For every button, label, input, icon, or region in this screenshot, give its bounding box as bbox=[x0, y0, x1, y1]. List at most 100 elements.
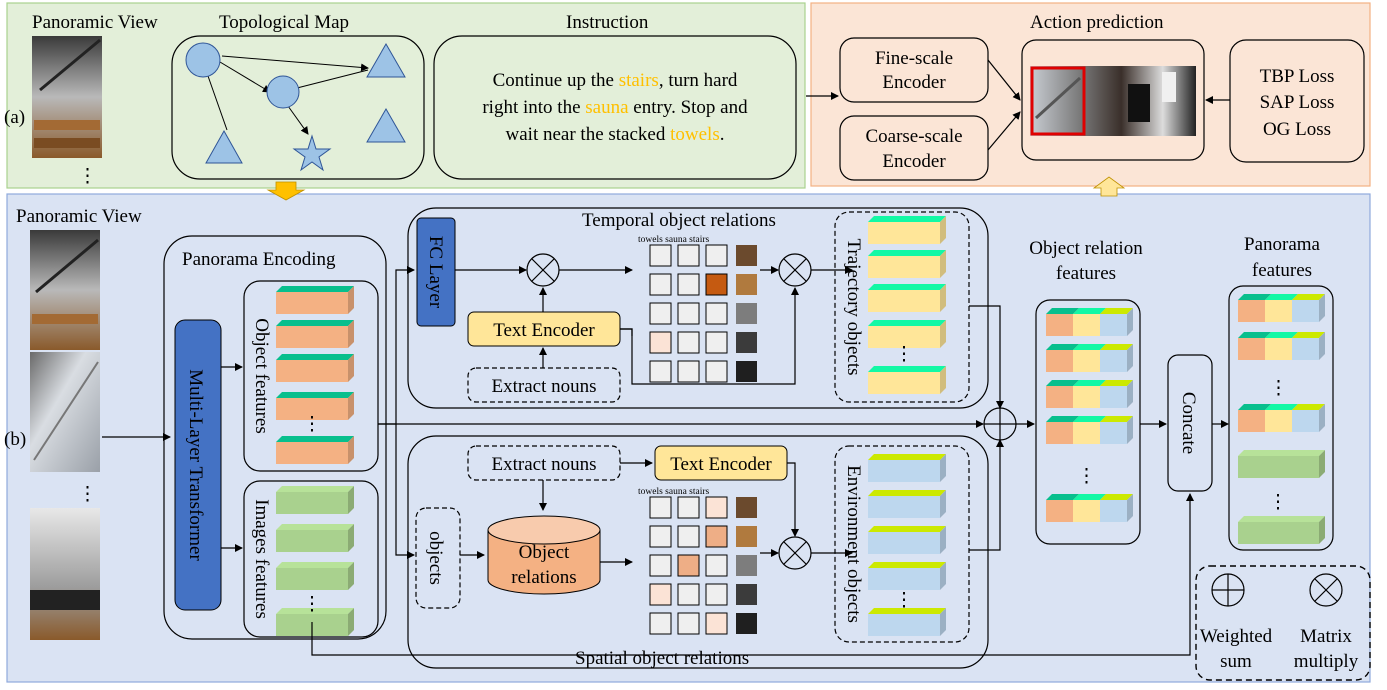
spatial-matrix-cell bbox=[649, 554, 672, 577]
environment-feature-stack: ⋮ bbox=[868, 454, 946, 636]
temporal-matrix-thumbnail bbox=[736, 274, 757, 295]
spatial-matrix-cell bbox=[705, 583, 728, 606]
panorama-features-line2: features bbox=[1252, 260, 1312, 281]
fc-layer bbox=[416, 217, 456, 327]
panorama-feature-segment bbox=[1292, 404, 1325, 432]
environment-feature-block bbox=[868, 608, 946, 636]
spatial-matrix-thumbnail bbox=[736, 613, 757, 634]
spatial-matrix-thumbnail bbox=[736, 497, 757, 518]
weighted-sum-op bbox=[983, 407, 1017, 441]
ellipsis: ⋮ bbox=[1269, 378, 1288, 399]
image-feature-block bbox=[276, 562, 354, 590]
ellipsis: ⋮ bbox=[303, 594, 322, 615]
images-features-box bbox=[243, 480, 379, 638]
temporal-matrix-cell bbox=[705, 302, 728, 325]
temporal-matrix-cell bbox=[705, 273, 728, 296]
object-features-box bbox=[243, 280, 379, 472]
legend-box bbox=[1195, 565, 1371, 681]
object-feature-block bbox=[276, 436, 354, 464]
weighted-sum-legend-line1: Weighted bbox=[1200, 626, 1273, 647]
spatial-matrix-cell bbox=[705, 554, 728, 577]
fine-scale-encoder-box bbox=[839, 37, 989, 103]
spatial-matrix-cell bbox=[649, 583, 672, 606]
coarse-scale-encoder-box bbox=[839, 115, 989, 181]
spatial-matrix-cell bbox=[677, 583, 700, 606]
image-feature-stack: ⋮ bbox=[276, 486, 354, 636]
matrix-multiply-legend-icon bbox=[1309, 573, 1343, 607]
object-relation-feature-segment bbox=[1100, 494, 1133, 522]
temporal-matrix-cell bbox=[705, 244, 728, 267]
temporal-matrix-cell bbox=[677, 360, 700, 383]
extract-nouns-bottom-label: Extract nouns bbox=[491, 454, 596, 475]
instruction-line: wait near the stacked towels. bbox=[506, 124, 725, 145]
temporal-matrix-cell bbox=[705, 360, 728, 383]
image-feature-block bbox=[276, 524, 354, 552]
environment-feature-block bbox=[868, 454, 946, 482]
panoramic-image-a bbox=[32, 36, 102, 158]
spatial-relations-box bbox=[407, 435, 989, 669]
panorama-feature-segment bbox=[1292, 332, 1325, 360]
temporal-relation-matrix bbox=[649, 244, 757, 383]
panorama-features-box bbox=[1228, 285, 1334, 551]
object-relation-feature-segment bbox=[1100, 416, 1133, 444]
coarse-scale-encoder-line2: Encoder bbox=[882, 151, 946, 172]
spatial-matrix-cell bbox=[677, 496, 700, 519]
ellipsis-a: ⋮ bbox=[78, 166, 97, 187]
panel-b-label: (b) bbox=[4, 429, 26, 450]
trajectory-feature-stack: ⋮ bbox=[868, 216, 946, 394]
object-relations-line1: Object bbox=[519, 542, 570, 563]
object-features-label: Object features bbox=[251, 318, 272, 434]
map-node-triangle-2 bbox=[205, 129, 243, 164]
action-prediction-panel: Action prediction Fine-scale Encoder Coa… bbox=[810, 2, 1371, 187]
objects-box bbox=[415, 507, 461, 609]
panorama-feature bbox=[1238, 404, 1325, 432]
object-relations-line2: relations bbox=[511, 567, 576, 588]
temporal-matrix-cell bbox=[649, 331, 672, 354]
panoramic-images-b bbox=[30, 230, 100, 640]
objects-label: objects bbox=[425, 531, 446, 585]
environment-feature-block bbox=[868, 526, 946, 554]
ellipsis: ⋮ bbox=[1077, 466, 1096, 487]
tbp-loss: TBP Loss bbox=[1260, 66, 1335, 87]
trajectory-objects-label: Trajectory objects bbox=[843, 238, 864, 375]
object-relation-feature-segment bbox=[1100, 308, 1133, 336]
temporal-matrix-thumbnail bbox=[736, 361, 757, 382]
temporal-relations-title: Temporal object relations bbox=[582, 210, 776, 231]
weighted-sum-legend-icon bbox=[1211, 573, 1245, 607]
sap-loss: SAP Loss bbox=[1260, 92, 1335, 113]
coarse-scale-encoder-line1: Coarse-scale bbox=[865, 126, 962, 147]
panorama-encoding-title: Panorama Encoding bbox=[182, 249, 336, 270]
temporal-matrix-header: towels sauna stairs bbox=[638, 235, 710, 245]
temporal-matrix-thumbnail bbox=[736, 332, 757, 353]
images-features-label: Images features bbox=[251, 499, 272, 619]
temporal-matrix-cell bbox=[649, 302, 672, 325]
image-feature-block bbox=[276, 486, 354, 514]
map-node-circle-1 bbox=[185, 42, 221, 78]
trajectory-objects-box bbox=[834, 211, 970, 403]
temporal-matrix-cell bbox=[677, 331, 700, 354]
spatial-matrix-thumbnail bbox=[736, 555, 757, 576]
spatial-matrix-cell bbox=[705, 612, 728, 635]
spatial-matrix-cell bbox=[677, 554, 700, 577]
environment-objects-box bbox=[834, 445, 970, 643]
spatial-matrix-cell bbox=[649, 525, 672, 548]
spatial-matrix-thumbnail bbox=[736, 584, 757, 605]
panoramic-view-title-a: Panoramic View bbox=[32, 12, 158, 33]
map-node-triangle-1 bbox=[366, 42, 406, 78]
up-block-arrow bbox=[1092, 176, 1126, 197]
extract-nouns-bottom bbox=[467, 445, 621, 481]
map-node-star bbox=[292, 134, 332, 172]
object-relation-feature bbox=[1046, 344, 1133, 372]
og-loss: OG Loss bbox=[1263, 119, 1331, 140]
instruction-title: Instruction bbox=[566, 12, 649, 33]
topological-map-title: Topological Map bbox=[219, 12, 349, 33]
object-relation-feature-stack: ⋮ bbox=[1046, 308, 1133, 522]
panorama-feature bbox=[1238, 332, 1325, 360]
spatial-matrix-thumbnail bbox=[736, 526, 757, 547]
object-feature-block bbox=[276, 354, 354, 382]
environment-objects-label: Environment objects bbox=[843, 465, 864, 623]
object-relation-feature-segment bbox=[1100, 380, 1133, 408]
ellipsis: ⋮ bbox=[895, 344, 914, 365]
spatial-relation-matrix bbox=[649, 496, 757, 635]
